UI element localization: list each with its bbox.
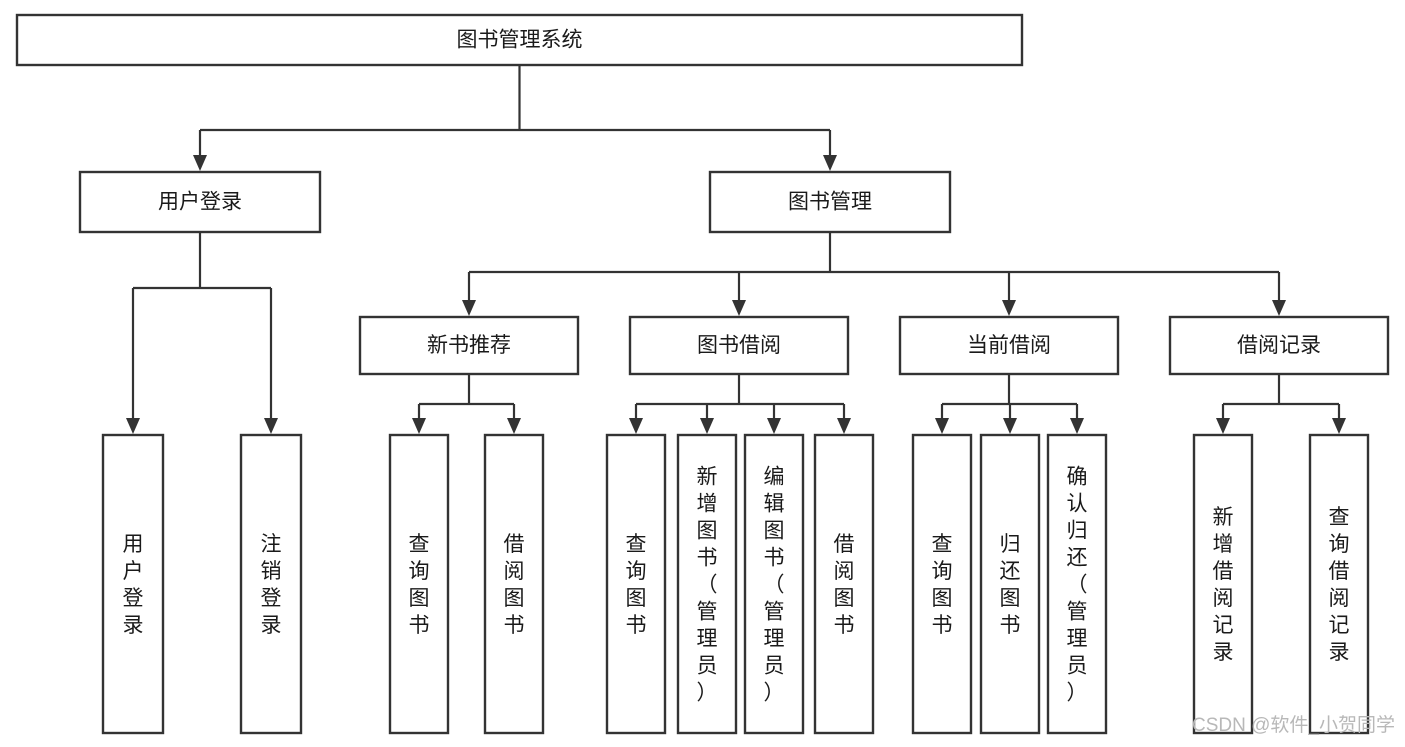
arrow-head-icon: [126, 418, 140, 434]
arrow-head-icon: [1272, 300, 1286, 316]
node-borrow-record[interactable]: 借阅记录: [1168, 315, 1390, 376]
node-box: [708, 170, 952, 234]
node-box: [911, 433, 973, 735]
node-box: [1168, 315, 1390, 376]
node-box: [239, 433, 303, 735]
node-label: 新增借阅记录: [1213, 506, 1234, 664]
node-leaf-borrow-query[interactable]: 查询图书: [605, 433, 667, 735]
node-box: [1308, 433, 1370, 735]
node-leaf-rec-query2[interactable]: 查询借阅记录: [1308, 433, 1370, 735]
node-label: 新书推荐: [427, 334, 511, 357]
arrow-head-icon: [767, 418, 781, 434]
node-leaf-rec-borrow[interactable]: 借阅图书: [483, 433, 545, 735]
node-label: 借阅记录: [1237, 334, 1321, 357]
node-box: [605, 433, 667, 735]
node-label: 编辑图书（管理员）: [764, 466, 785, 705]
arrow-head-icon: [1070, 418, 1084, 434]
node-leaf-rec-query[interactable]: 查询图书: [388, 433, 450, 735]
node-leaf-borrow-add[interactable]: 新增图书（管理员）: [676, 433, 738, 735]
node-leaf-rec-add[interactable]: 新增借阅记录: [1192, 433, 1254, 735]
node-box: [898, 315, 1120, 376]
arrow-head-icon: [1002, 300, 1016, 316]
node-box: [78, 170, 322, 234]
node-label: 查询借阅记录: [1329, 506, 1350, 664]
node-leaf-user-logout[interactable]: 注销登录: [239, 433, 303, 735]
arrow-head-icon: [1003, 418, 1017, 434]
node-label: 图书管理: [788, 191, 872, 214]
node-label: 查询图书: [626, 533, 647, 637]
node-box: [813, 433, 875, 735]
node-label: 查询图书: [932, 533, 953, 637]
node-current-borrow[interactable]: 当前借阅: [898, 315, 1120, 376]
arrow-head-icon: [732, 300, 746, 316]
node-label: 用户登录: [158, 191, 242, 214]
node-box: [101, 433, 165, 735]
arrow-head-icon: [629, 418, 643, 434]
node-box: [676, 433, 738, 735]
arrow-head-icon: [823, 155, 837, 171]
node-label: 注销登录: [261, 533, 282, 637]
node-label: 归还图书: [1000, 533, 1021, 637]
arrow-head-icon: [507, 418, 521, 434]
connector-layer: [126, 65, 1346, 434]
node-leaf-borrow-do[interactable]: 借阅图书: [813, 433, 875, 735]
node-book-manage[interactable]: 图书管理: [708, 170, 952, 234]
node-book-borrow[interactable]: 图书借阅: [628, 315, 850, 376]
arrow-head-icon: [1216, 418, 1230, 434]
node-new-book-rec[interactable]: 新书推荐: [358, 315, 580, 376]
arrow-head-icon: [700, 418, 714, 434]
node-box: [1046, 433, 1108, 735]
node-root[interactable]: 图书管理系统: [15, 13, 1024, 67]
node-user-login[interactable]: 用户登录: [78, 170, 322, 234]
node-leaf-borrow-edit[interactable]: 编辑图书（管理员）: [743, 433, 805, 735]
node-leaf-cur-return[interactable]: 归还图书: [979, 433, 1041, 735]
arrow-head-icon: [935, 418, 949, 434]
arrow-head-icon: [462, 300, 476, 316]
node-leaf-user-login[interactable]: 用户登录: [101, 433, 165, 735]
node-box: [628, 315, 850, 376]
node-label: 用户登录: [123, 533, 144, 637]
node-box: [358, 315, 580, 376]
node-box: [15, 13, 1024, 67]
node-box: [388, 433, 450, 735]
node-label: 查询图书: [409, 533, 430, 637]
node-box: [1192, 433, 1254, 735]
node-box: [979, 433, 1041, 735]
node-leaf-cur-query[interactable]: 查询图书: [911, 433, 973, 735]
node-label: 新增图书（管理员）: [697, 466, 718, 705]
node-layer: 图书管理系统用户登录图书管理新书推荐图书借阅当前借阅借阅记录用户登录注销登录查询…: [15, 13, 1390, 735]
node-label: 借阅图书: [504, 533, 525, 637]
arrow-head-icon: [412, 418, 426, 434]
arrow-head-icon: [193, 155, 207, 171]
node-box: [743, 433, 805, 735]
node-label: 当前借阅: [967, 334, 1051, 357]
node-box: [483, 433, 545, 735]
node-label: 确认归还（管理员）: [1067, 466, 1088, 705]
node-label: 图书借阅: [697, 334, 781, 357]
arrow-head-icon: [837, 418, 851, 434]
arrow-head-icon: [264, 418, 278, 434]
node-label: 借阅图书: [834, 533, 855, 637]
node-label: 图书管理系统: [457, 29, 583, 52]
csdn-watermark: CSDN @软件_小贺同学: [1192, 714, 1395, 736]
node-leaf-cur-confirm[interactable]: 确认归还（管理员）: [1046, 433, 1108, 735]
arrow-head-icon: [1332, 418, 1346, 434]
